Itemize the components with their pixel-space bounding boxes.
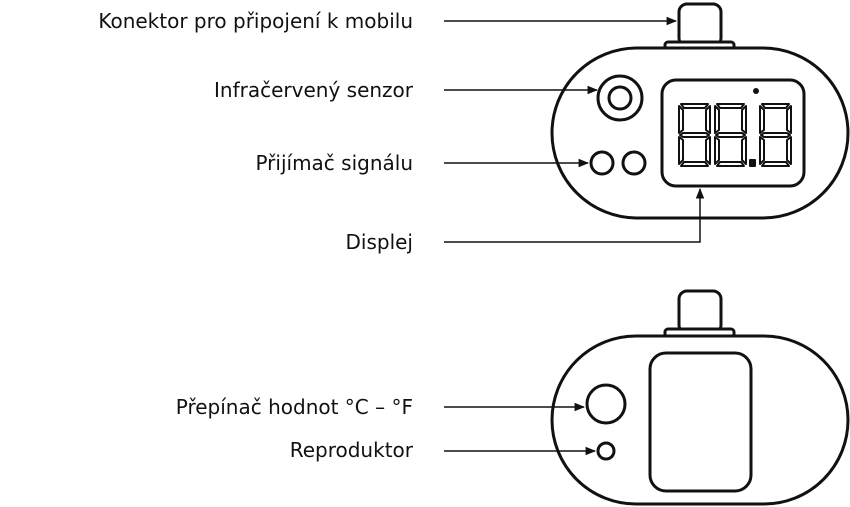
label-unit-switch: Přepínač hodnot °C – °F (175, 395, 413, 419)
device-back-body (550, 334, 850, 506)
digit-1 (678, 103, 711, 167)
signal-receiver-right (621, 150, 647, 176)
label-signal-receiver: Přijímač signálu (255, 151, 413, 175)
signal-receiver-left (589, 150, 615, 176)
callout-display (444, 187, 705, 243)
back-panel (648, 351, 753, 493)
label-ir-sensor: Infračervený senzor (214, 78, 413, 102)
label-speaker: Reproduktor (289, 438, 413, 462)
unit-switch-button (585, 383, 627, 425)
ir-sensor (596, 74, 644, 122)
digit-3 (759, 103, 792, 167)
display-screen (660, 78, 806, 188)
speaker-hole (596, 441, 616, 461)
digit-2 (714, 103, 747, 167)
label-connector: Konektor pro připojení k mobilu (98, 9, 413, 33)
display-dot (753, 88, 759, 94)
connector-plug (677, 2, 723, 48)
connector-plug-back (677, 289, 723, 335)
display-digits (678, 103, 792, 167)
ir-sensor-inner (607, 85, 633, 111)
callouts (444, 16, 705, 456)
label-display: Displej (345, 230, 414, 254)
decimal-point (749, 159, 756, 167)
device-back (550, 289, 850, 506)
device-front (550, 2, 850, 220)
